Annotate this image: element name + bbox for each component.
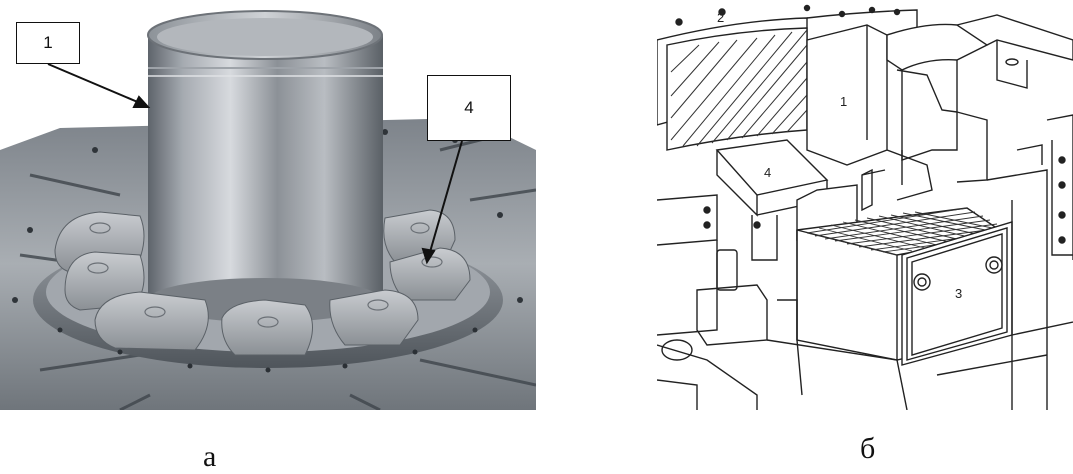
drawing-labels: 2 1 4 3 bbox=[717, 10, 962, 301]
drawing-label-1: 1 bbox=[840, 94, 847, 109]
central-cylinder bbox=[148, 35, 383, 300]
curved-segment bbox=[886, 23, 989, 71]
plate-slots bbox=[19, 133, 536, 410]
callout-label-4: 4 bbox=[427, 75, 511, 141]
photo-panel-a bbox=[0, 0, 536, 410]
mechanism-line-drawing: 2 1 4 3 bbox=[657, 0, 1073, 410]
callout-label-1: 1 bbox=[16, 22, 80, 64]
hatched-shield bbox=[666, 27, 808, 151]
pads-back bbox=[54, 209, 471, 311]
drawing-label-4: 4 bbox=[764, 165, 771, 180]
drawing-label-2: 2 bbox=[717, 10, 724, 25]
drawing-label-3: 3 bbox=[955, 286, 962, 301]
drawing-panel-b: 2 1 4 3 bbox=[657, 0, 1073, 410]
ring-bolts bbox=[57, 327, 478, 373]
caption-a: а bbox=[203, 440, 217, 473]
pad-holes bbox=[87, 222, 443, 328]
core-mount-photo bbox=[0, 0, 536, 410]
caption-b: б bbox=[860, 432, 876, 465]
callout-arrows bbox=[47, 63, 463, 265]
